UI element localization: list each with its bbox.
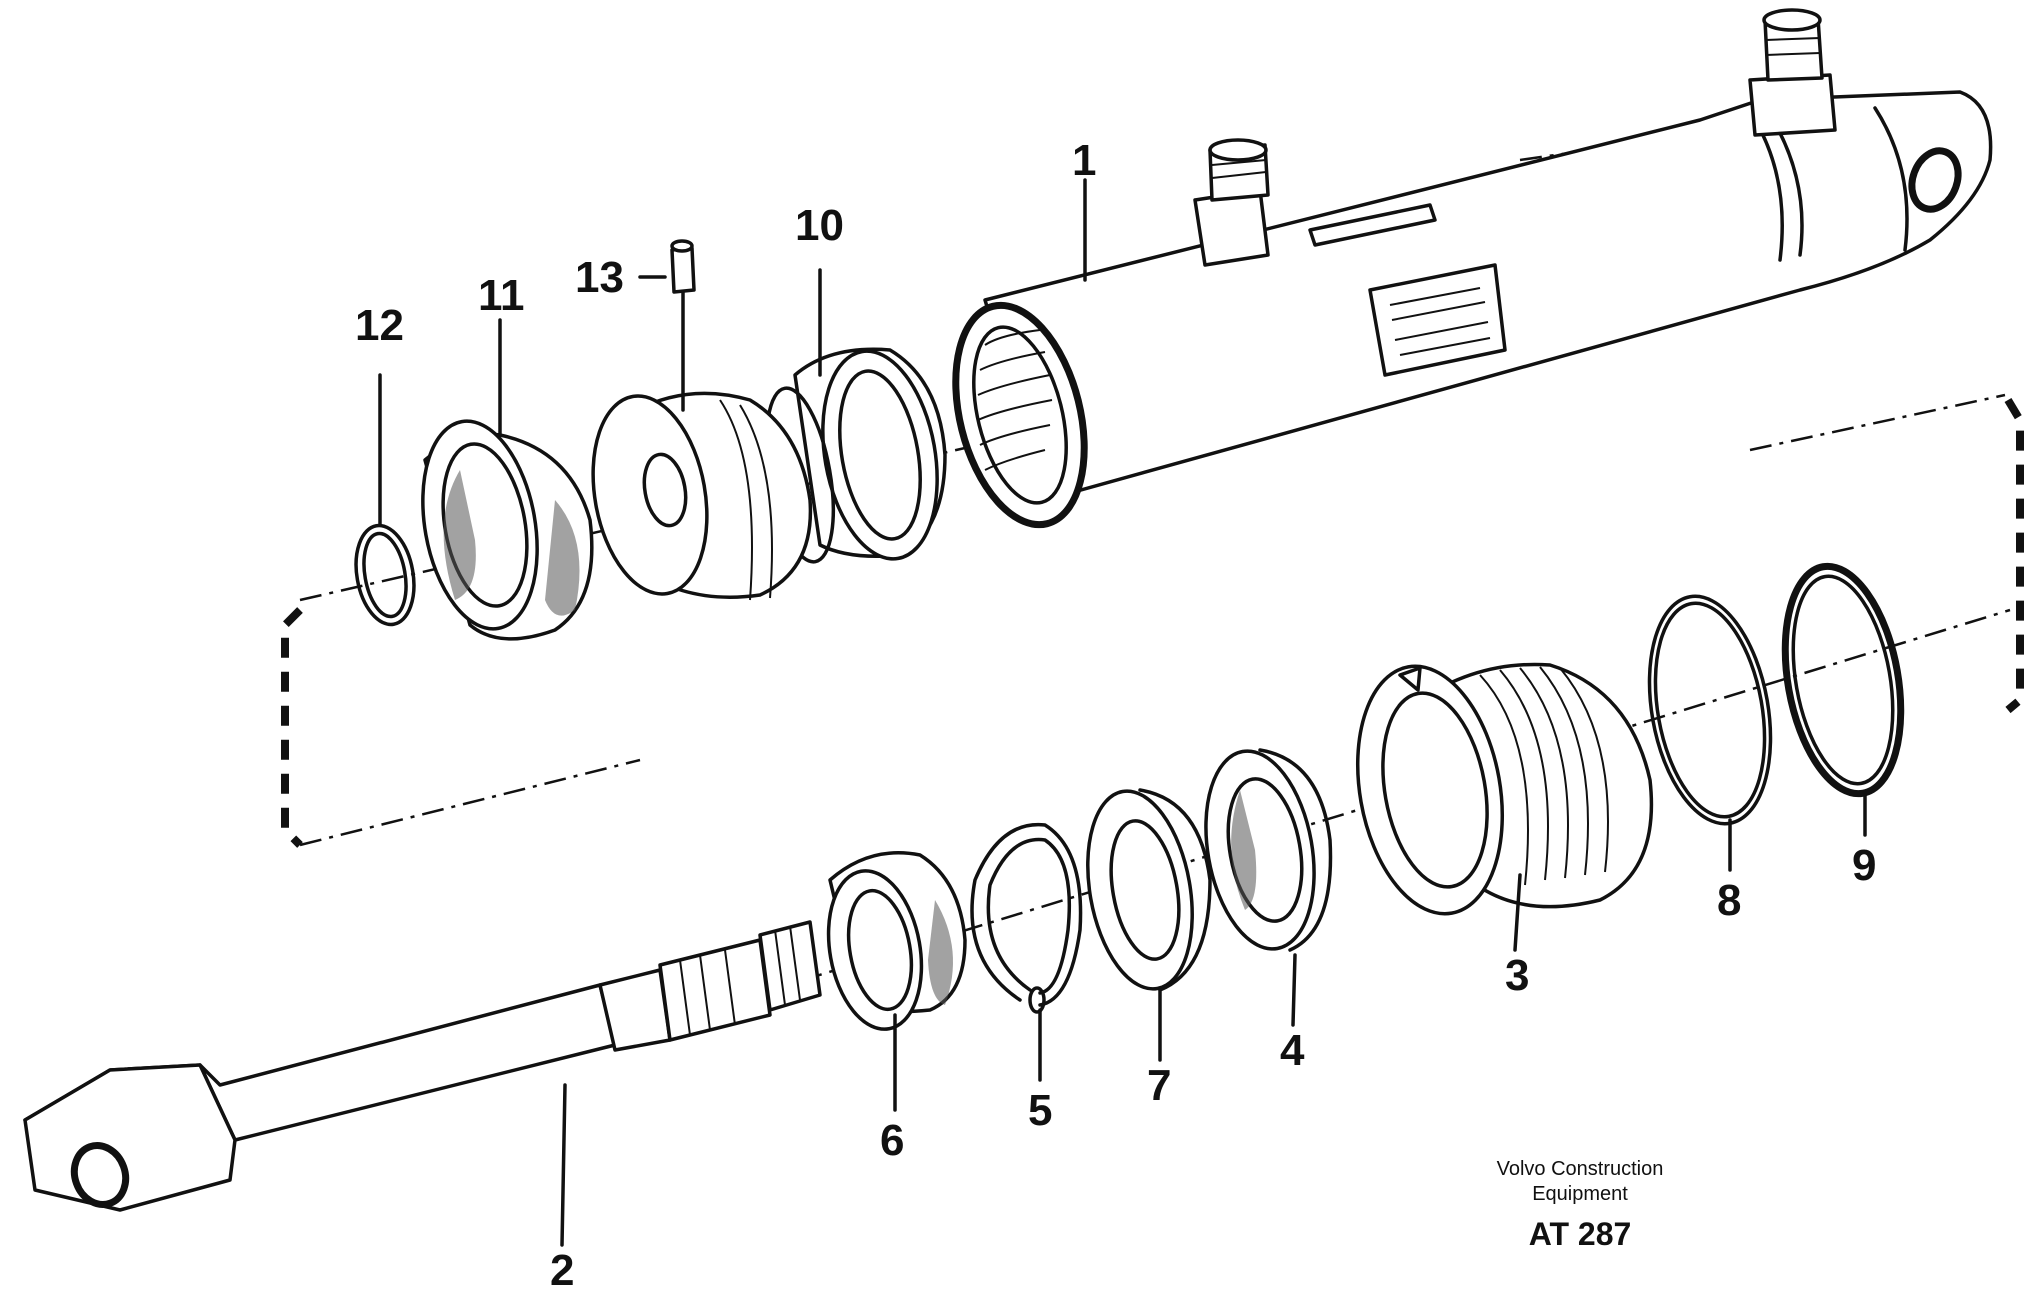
- drawing-code: AT 287: [1529, 1216, 1632, 1252]
- guide-ring: [764, 347, 947, 564]
- callout-11: 11: [478, 271, 525, 320]
- callout-5: 5: [1028, 1086, 1052, 1135]
- callout-4: 4: [1280, 1026, 1305, 1075]
- seal-4: [1204, 748, 1333, 952]
- callout-12: 12: [355, 301, 404, 350]
- leader-lines: [378, 178, 1867, 1247]
- callout-13: 13: [575, 253, 624, 302]
- callout-9: 9: [1852, 841, 1876, 890]
- callout-7: 7: [1147, 1061, 1171, 1110]
- ring-7: [1086, 788, 1212, 992]
- callout-10: 10: [795, 201, 844, 250]
- port-fitting-front: [1193, 138, 1270, 267]
- snap-ring-5: [970, 822, 1083, 1014]
- callout-6: 6: [880, 1116, 904, 1165]
- caption-block: Volvo Construction Equipment AT 287: [1497, 1158, 1664, 1252]
- callout-3: 3: [1505, 951, 1529, 1000]
- port-fitting-rear: [1748, 8, 1837, 137]
- cylinder-head: [591, 391, 813, 601]
- cylinder-barrel: [952, 8, 1993, 529]
- callout-2: 2: [550, 1246, 574, 1289]
- piston-rod: [23, 920, 822, 1212]
- grease-nipple: [670, 239, 696, 412]
- nameplate: [1368, 263, 1507, 377]
- callout-8: 8: [1717, 876, 1741, 925]
- wiper-housing: [421, 419, 594, 641]
- piston-3: [1355, 662, 1654, 916]
- assembly-bracket: [281, 397, 2024, 848]
- caption-line-1: Volvo Construction: [1497, 1158, 1664, 1180]
- barrel-thread: [977, 329, 1053, 471]
- o-ring-12: [354, 523, 416, 627]
- wiper-6: [826, 851, 967, 1031]
- callout-1: 1: [1072, 136, 1096, 185]
- callout-labels: 1 2 3 4 5 6 7 8 9 10 11 12 13: [355, 136, 1876, 1289]
- backup-ring-9: [1781, 562, 1905, 798]
- caption-line-2: Equipment: [1532, 1183, 1628, 1205]
- o-ring-8: [1647, 594, 1773, 826]
